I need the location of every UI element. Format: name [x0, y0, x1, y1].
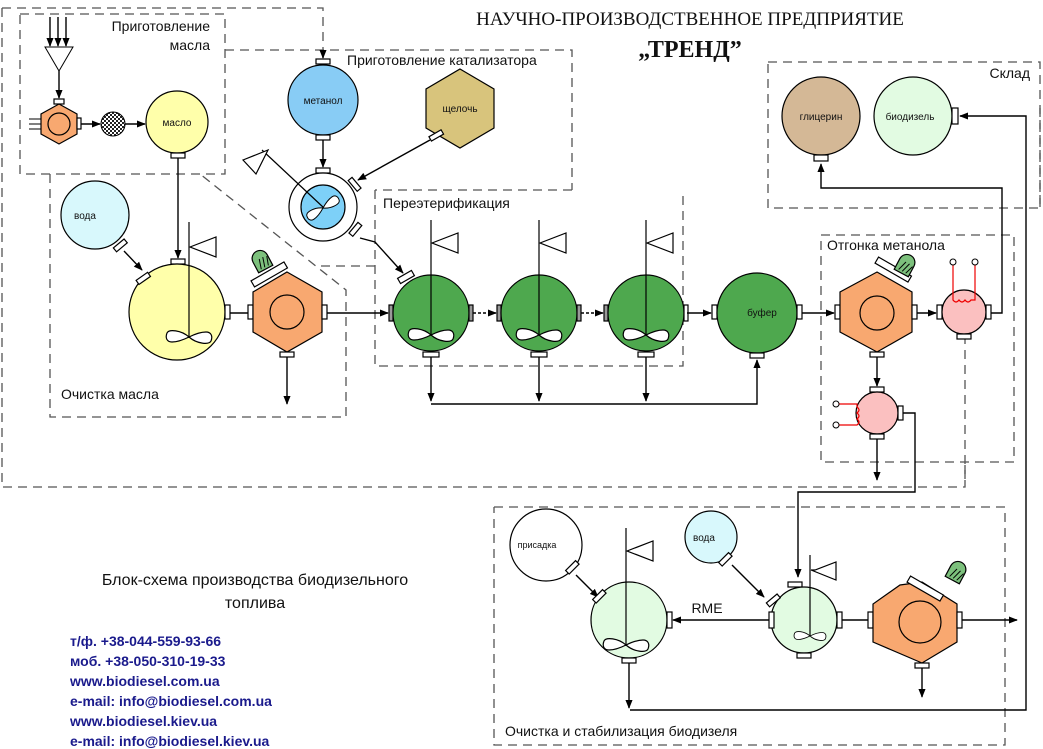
flow-label-rme: RME	[691, 600, 722, 616]
wash-mixer[interactable]	[765, 555, 843, 659]
section-label-biodiesel-cleaning: Очистка и стабилизация биодизеля	[505, 723, 737, 739]
oil-feed-inputs	[44, 17, 74, 99]
section-label-warehouse: Склад	[989, 65, 1030, 81]
tank-glycerin[interactable]: глицерин	[781, 76, 861, 162]
tank-biodiesel[interactable]: биодизель	[873, 76, 959, 156]
tank-additive-label: присадка	[518, 540, 557, 550]
diagram-title-line-1: Блок-схема производства биодизельного	[102, 572, 408, 589]
separator-2[interactable]	[834, 251, 919, 358]
flag-icon	[431, 232, 459, 254]
section-label-oil-prep-1: Приготовление	[112, 18, 211, 34]
flag-icon	[539, 232, 567, 254]
catalyst-boundary-top	[225, 49, 573, 190]
tank-alkali-label: щелочь	[442, 104, 477, 115]
motor-icon	[944, 558, 970, 585]
heating-coil-icon	[838, 403, 860, 426]
outer-boundary	[1, 8, 966, 488]
contact-website-1[interactable]: www.biodiesel.com.ua	[69, 673, 220, 689]
company-line: НАУЧНО-ПРОИЗВОДСТВЕННОЕ ПРЕДПРИЯТИЕ	[476, 9, 904, 30]
reactor-bottom-collector	[431, 359, 761, 405]
biodiesel-cleaning-boundary	[493, 506, 1006, 746]
section-label-catalyst: Приготовление катализатора	[347, 52, 537, 68]
contacts: т/ф. +38-044-559-93-66 моб. +38-050-310-…	[69, 633, 272, 749]
stabilization-mixer[interactable]	[590, 528, 673, 664]
tank-methanol[interactable]: метанол	[287, 58, 359, 141]
section-label-oil-cleaning: Очистка масла	[61, 386, 159, 402]
section-label-methanol-stripping: Отгонка метанола	[827, 237, 945, 253]
separator-3[interactable]	[867, 558, 970, 669]
section-boundaries	[1, 7, 1041, 746]
tank-buffer[interactable]: буфер	[711, 272, 803, 359]
section-label-transesterification: Переэтерификация	[383, 195, 510, 211]
contact-phone: т/ф. +38-044-559-93-66	[70, 633, 221, 649]
stabilizer-return-line	[630, 622, 1027, 711]
tank-water-1-label: вода	[74, 211, 96, 222]
tank-oil[interactable]: масло	[145, 90, 209, 159]
diagram-title-line-2: топлива	[225, 595, 285, 612]
oil-cleaning-boundary	[49, 173, 347, 418]
transesterification-reactors	[388, 220, 689, 402]
tank-glycerin-label: глицерин	[800, 112, 843, 123]
motor-icon	[248, 247, 274, 274]
heater-1[interactable]	[936, 258, 992, 340]
flag-icon	[646, 232, 674, 254]
section-label-oil-prep-2: масла	[170, 37, 211, 53]
tank-alkali[interactable]: щелочь	[425, 68, 495, 149]
warehouse-boundary	[767, 61, 1041, 209]
tank-additive[interactable]: присадка	[509, 508, 583, 582]
oil-press[interactable]	[29, 98, 82, 145]
oil-prep-boundary	[19, 13, 226, 175]
catalyst-mixer[interactable]	[241, 148, 363, 242]
reactor-2[interactable]	[496, 220, 582, 402]
company-name: „ТРЕНД”	[638, 37, 741, 63]
heater-2[interactable]	[832, 386, 904, 440]
reactor-3[interactable]	[603, 220, 689, 402]
contact-mobile: моб. +38-050-310-19-33	[70, 653, 226, 669]
glycerin-line	[817, 163, 1003, 314]
tank-water-1[interactable]: вода	[60, 180, 130, 253]
tank-oil-label: масло	[163, 118, 192, 129]
methanol-stripping-boundary	[820, 234, 1015, 463]
reactor-1[interactable]	[388, 220, 474, 402]
hopper-icon	[44, 46, 74, 72]
oil-wash-mixer[interactable]	[128, 222, 231, 361]
transesterification-boundary	[374, 190, 684, 367]
contact-website-2[interactable]: www.biodiesel.kiev.ua	[69, 713, 217, 729]
flag-icon	[241, 148, 270, 176]
tank-biodiesel-label: биодизель	[886, 111, 935, 123]
filter-icon[interactable]	[100, 111, 126, 137]
outer-boundary-top	[2, 7, 324, 52]
heating-coil-icon	[952, 265, 976, 303]
press-hexagon-icon	[40, 103, 78, 145]
contact-email-2[interactable]: e-mail: info@biodiesel.kiev.ua	[70, 733, 270, 749]
tank-buffer-label: буфер	[747, 307, 777, 319]
tank-water-2-label: вода	[693, 533, 715, 544]
biodiesel-return-line	[959, 112, 1027, 622]
tank-water-2[interactable]: вода	[684, 510, 738, 567]
flag-icon	[810, 561, 837, 581]
tank-methanol-label: метанол	[304, 96, 343, 107]
separator-1[interactable]	[247, 247, 328, 358]
contact-email-1[interactable]: e-mail: info@biodiesel.com.ua	[70, 693, 272, 709]
